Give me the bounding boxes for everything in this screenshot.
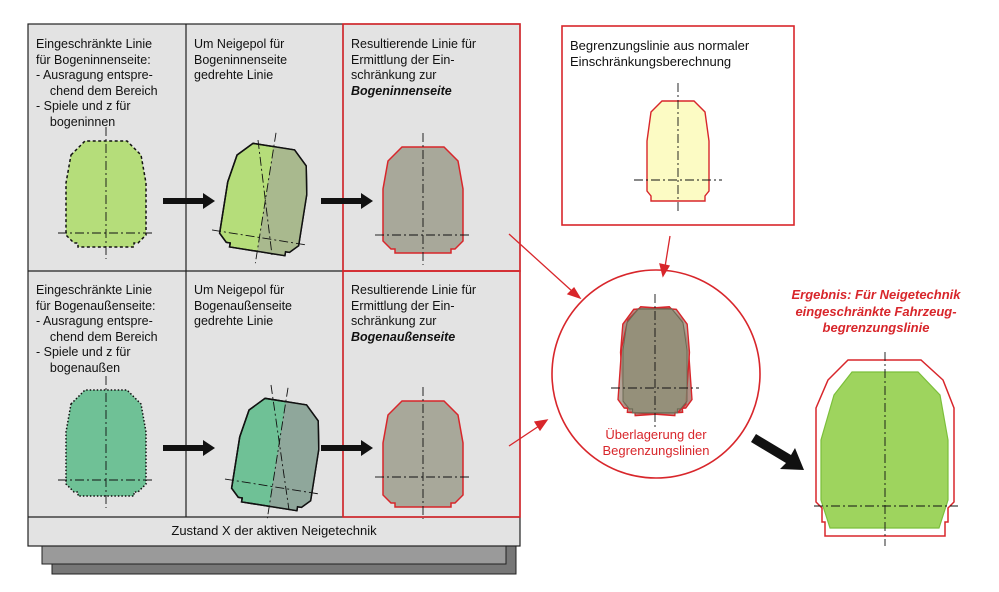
arrow-icon — [321, 193, 373, 209]
text-line: bogeninnen — [36, 114, 116, 129]
overlay-label: Überlagerung der Begrenzungslinien — [576, 427, 736, 459]
normal-box-label: Begrenzungslinie aus normaler Einschränk… — [570, 38, 749, 70]
cell-rotated-inner-text: Um Neigepol für Bogeninnenseite gedrehte… — [194, 37, 287, 84]
cell-restricted-outer-text: Eingeschränkte Linie für Bogenaußenseite… — [36, 283, 158, 376]
text-line: chend dem Bereich — [36, 329, 158, 344]
text-line: gedrehte Linie — [194, 314, 274, 328]
text-line: bogenaußen — [36, 360, 121, 375]
text-line: schränkung zur — [351, 68, 437, 82]
text-line: Resultierende Linie für — [351, 37, 477, 51]
arrow-icon — [163, 193, 215, 209]
cell-result-inner-text: Resultierende Linie für Ermittlung der E… — [351, 37, 476, 99]
cell-rotated-outer-text: Um Neigepol für Bogenaußenseite gedrehte… — [194, 283, 292, 330]
rotated-profile-outer — [224, 387, 327, 519]
text-line: Ermittlung der Ein- — [351, 52, 455, 67]
cell-result-outer-text: Resultierende Linie für Ermittlung der E… — [351, 283, 476, 345]
connector-arrow — [659, 235, 671, 278]
connector-arrow — [508, 419, 549, 447]
text-line: Um Neigepol für — [194, 283, 285, 297]
overlaid-profiles — [611, 294, 699, 430]
result-profile — [814, 352, 958, 546]
text-line: begrenzungslinie — [822, 320, 930, 335]
result-title: Ergebnis: Für Neigetechnik eingeschränkt… — [760, 287, 992, 337]
text-line: Überlagerung der — [605, 427, 707, 442]
text-line: Bogenaußenseite — [194, 298, 292, 313]
text-line: Um Neigepol für — [194, 37, 285, 51]
text-line: Resultierende Linie für — [351, 283, 477, 297]
text-line: chend dem Bereich — [36, 83, 158, 98]
emphasis-text: Bogeninnenseite — [351, 83, 452, 98]
text-line: - Spiele und z für — [36, 345, 131, 359]
rotated-profile-inner — [211, 132, 315, 264]
text-line: für Bogenaußenseite: — [36, 298, 156, 313]
resulting-profile-outer — [375, 387, 471, 519]
resulting-profile-inner — [375, 133, 471, 265]
text-line: für Bogeninnenseite: — [36, 52, 151, 67]
text-line: Bogeninnenseite — [194, 52, 288, 67]
text-line: Eingeschränkte Linie — [36, 283, 153, 297]
cell-restricted-inner-text: Eingeschränkte Linie für Bogeninnenseite… — [36, 37, 158, 130]
text-line: Begrenzungslinien — [602, 443, 710, 458]
restricted-profile-inner — [58, 127, 154, 259]
text-line: Einschränkungsberechnung — [570, 54, 732, 69]
text-line: - Ausragung entspre- — [36, 68, 153, 82]
text-line: Ermittlung der Ein- — [351, 298, 455, 313]
result-cell-outer-border — [342, 270, 521, 518]
normal-gauge-profile — [634, 83, 722, 211]
text-line: - Ausragung entspre- — [36, 314, 153, 328]
result-arrow-icon — [751, 434, 804, 470]
text-line: gedrehte Linie — [194, 68, 274, 82]
axis-line — [257, 139, 273, 256]
text-line: Begrenzungslinie aus normaler — [570, 38, 750, 53]
axis-line — [270, 384, 290, 511]
grid-footer-label: Zustand X der aktiven Neigetechnik — [171, 523, 377, 538]
emphasis-text: Bogenaußenseite — [351, 329, 456, 344]
arrow-icon — [321, 440, 373, 456]
text-line: schränkung zur — [351, 314, 437, 328]
arrow-icon — [163, 440, 215, 456]
text-line: Eingeschränkte Linie — [36, 37, 153, 51]
restricted-profile-outer — [58, 376, 154, 508]
text-line: Ergebnis: Für Neigetechnik — [791, 287, 961, 302]
text-line: eingeschränkte Fahrzeug- — [795, 303, 957, 319]
connector-arrow — [508, 233, 582, 300]
text-line: - Spiele und z für — [36, 99, 131, 113]
